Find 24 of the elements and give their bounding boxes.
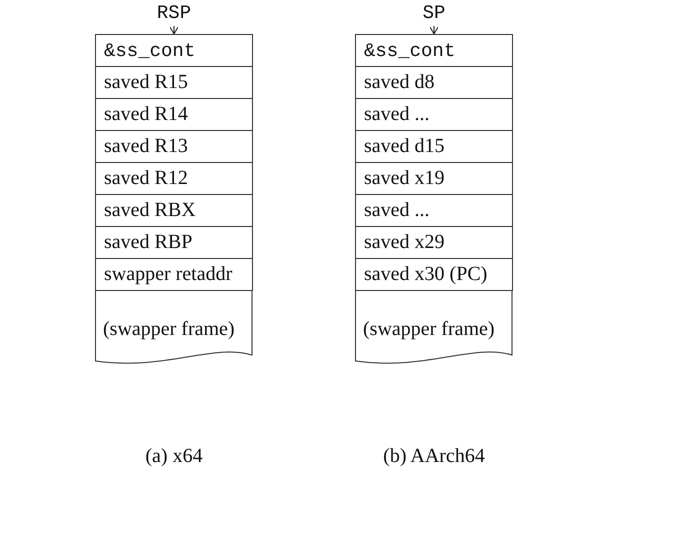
- pointer-label: RSP: [144, 2, 204, 24]
- stack-slot: &ss_cont: [355, 34, 513, 67]
- stack-slot: swapper retaddr: [95, 258, 253, 291]
- frame-label: (swapper frame): [103, 318, 235, 341]
- stack-slot: saved d8: [355, 66, 513, 99]
- stack-slot: &ss_cont: [95, 34, 253, 67]
- stack-slot: saved RBX: [95, 194, 253, 227]
- caption: (b) AArch64: [382, 445, 486, 468]
- stack-slot: saved R12: [95, 162, 253, 195]
- caption: (a) x64: [144, 445, 204, 468]
- arrow: [430, 26, 438, 34]
- stack-slot: saved R14: [95, 98, 253, 131]
- stack-slot: saved R15: [95, 66, 253, 99]
- stack-slot: saved R13: [95, 130, 253, 163]
- stack-slot: saved RBP: [95, 226, 253, 259]
- stack-slot: saved x29: [355, 226, 513, 259]
- stack-slot: saved x19: [355, 162, 513, 195]
- stack-slot: saved ...: [355, 194, 513, 227]
- pointer-label: SP: [404, 2, 464, 24]
- stack-slot: saved ...: [355, 98, 513, 131]
- stack-slot: saved x30 (PC): [355, 258, 513, 291]
- frame-label: (swapper frame): [363, 318, 495, 341]
- arrow: [170, 26, 178, 34]
- stack-slot: saved d15: [355, 130, 513, 163]
